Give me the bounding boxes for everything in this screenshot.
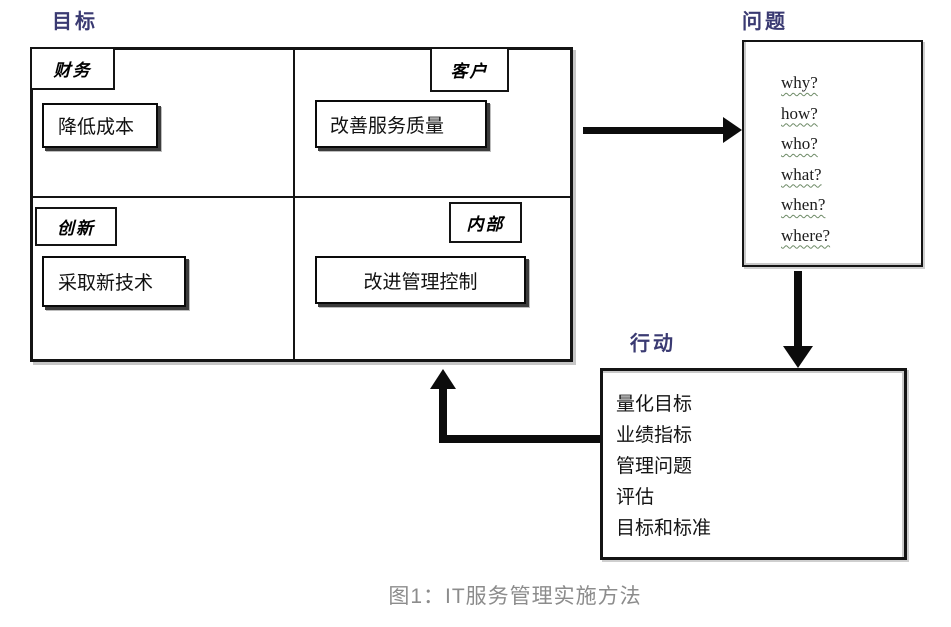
questions-section-title: 问题 xyxy=(742,11,788,33)
question-what: what? xyxy=(781,164,822,184)
quadrant-finance: 财务 降低成本 xyxy=(30,47,295,198)
goal-section-title: 目标 xyxy=(52,11,98,33)
arrow-action-to-goal-vertical-shaft xyxy=(439,388,447,443)
quadrant-label-innovation: 创新 xyxy=(35,207,117,246)
question-when: when? xyxy=(781,195,826,214)
quadrant-label-internal: 内部 xyxy=(449,202,522,243)
action-box: 量化目标 业绩指标 管理问题 评估 目标和标准 xyxy=(600,368,907,560)
quadrant-label-customer: 客户 xyxy=(430,47,509,92)
action-item-performance-indicators: 业绩指标 xyxy=(616,425,693,446)
action-item-goals-and-standards: 目标和标准 xyxy=(616,518,712,539)
arrow-down-icon xyxy=(783,346,813,368)
goal-item-improve-management-control: 改进管理控制 xyxy=(315,256,526,304)
arrow-action-to-goal-horizontal-shaft xyxy=(446,435,600,443)
questions-box: why? how? who? what? when? where? xyxy=(742,40,923,267)
arrow-up-icon xyxy=(430,369,456,389)
quadrant-innovation: 创新 采取新技术 xyxy=(33,198,295,359)
goal-item-adopt-new-technology: 采取新技术 xyxy=(42,256,186,307)
goal-item-reduce-cost: 降低成本 xyxy=(42,103,158,148)
question-where: where? xyxy=(781,225,831,245)
arrow-right-icon xyxy=(723,117,742,143)
figure-caption: 图1：IT服务管理实施方法 xyxy=(388,585,642,608)
goal-quadrant-box: 财务 降低成本 客户 改善服务质量 创新 采取新技术 内部 改进管理控制 xyxy=(30,47,573,362)
arrow-questions-to-action-shaft xyxy=(794,271,802,347)
arrow-goal-to-questions-shaft xyxy=(583,127,725,134)
quadrant-label-finance: 财务 xyxy=(30,47,115,90)
question-who: who? xyxy=(781,134,818,153)
question-why: why? xyxy=(781,73,818,92)
quadrant-internal: 内部 改进管理控制 xyxy=(295,198,570,359)
action-item-management-issues: 管理问题 xyxy=(616,456,693,477)
action-section-title: 行动 xyxy=(630,333,676,355)
action-item-quantify-goals: 量化目标 xyxy=(616,394,693,415)
goal-item-improve-service-quality: 改善服务质量 xyxy=(315,100,487,148)
question-how: how? xyxy=(781,103,818,123)
action-item-evaluation: 评估 xyxy=(616,487,655,508)
quadrant-customer: 客户 改善服务质量 xyxy=(295,47,570,198)
